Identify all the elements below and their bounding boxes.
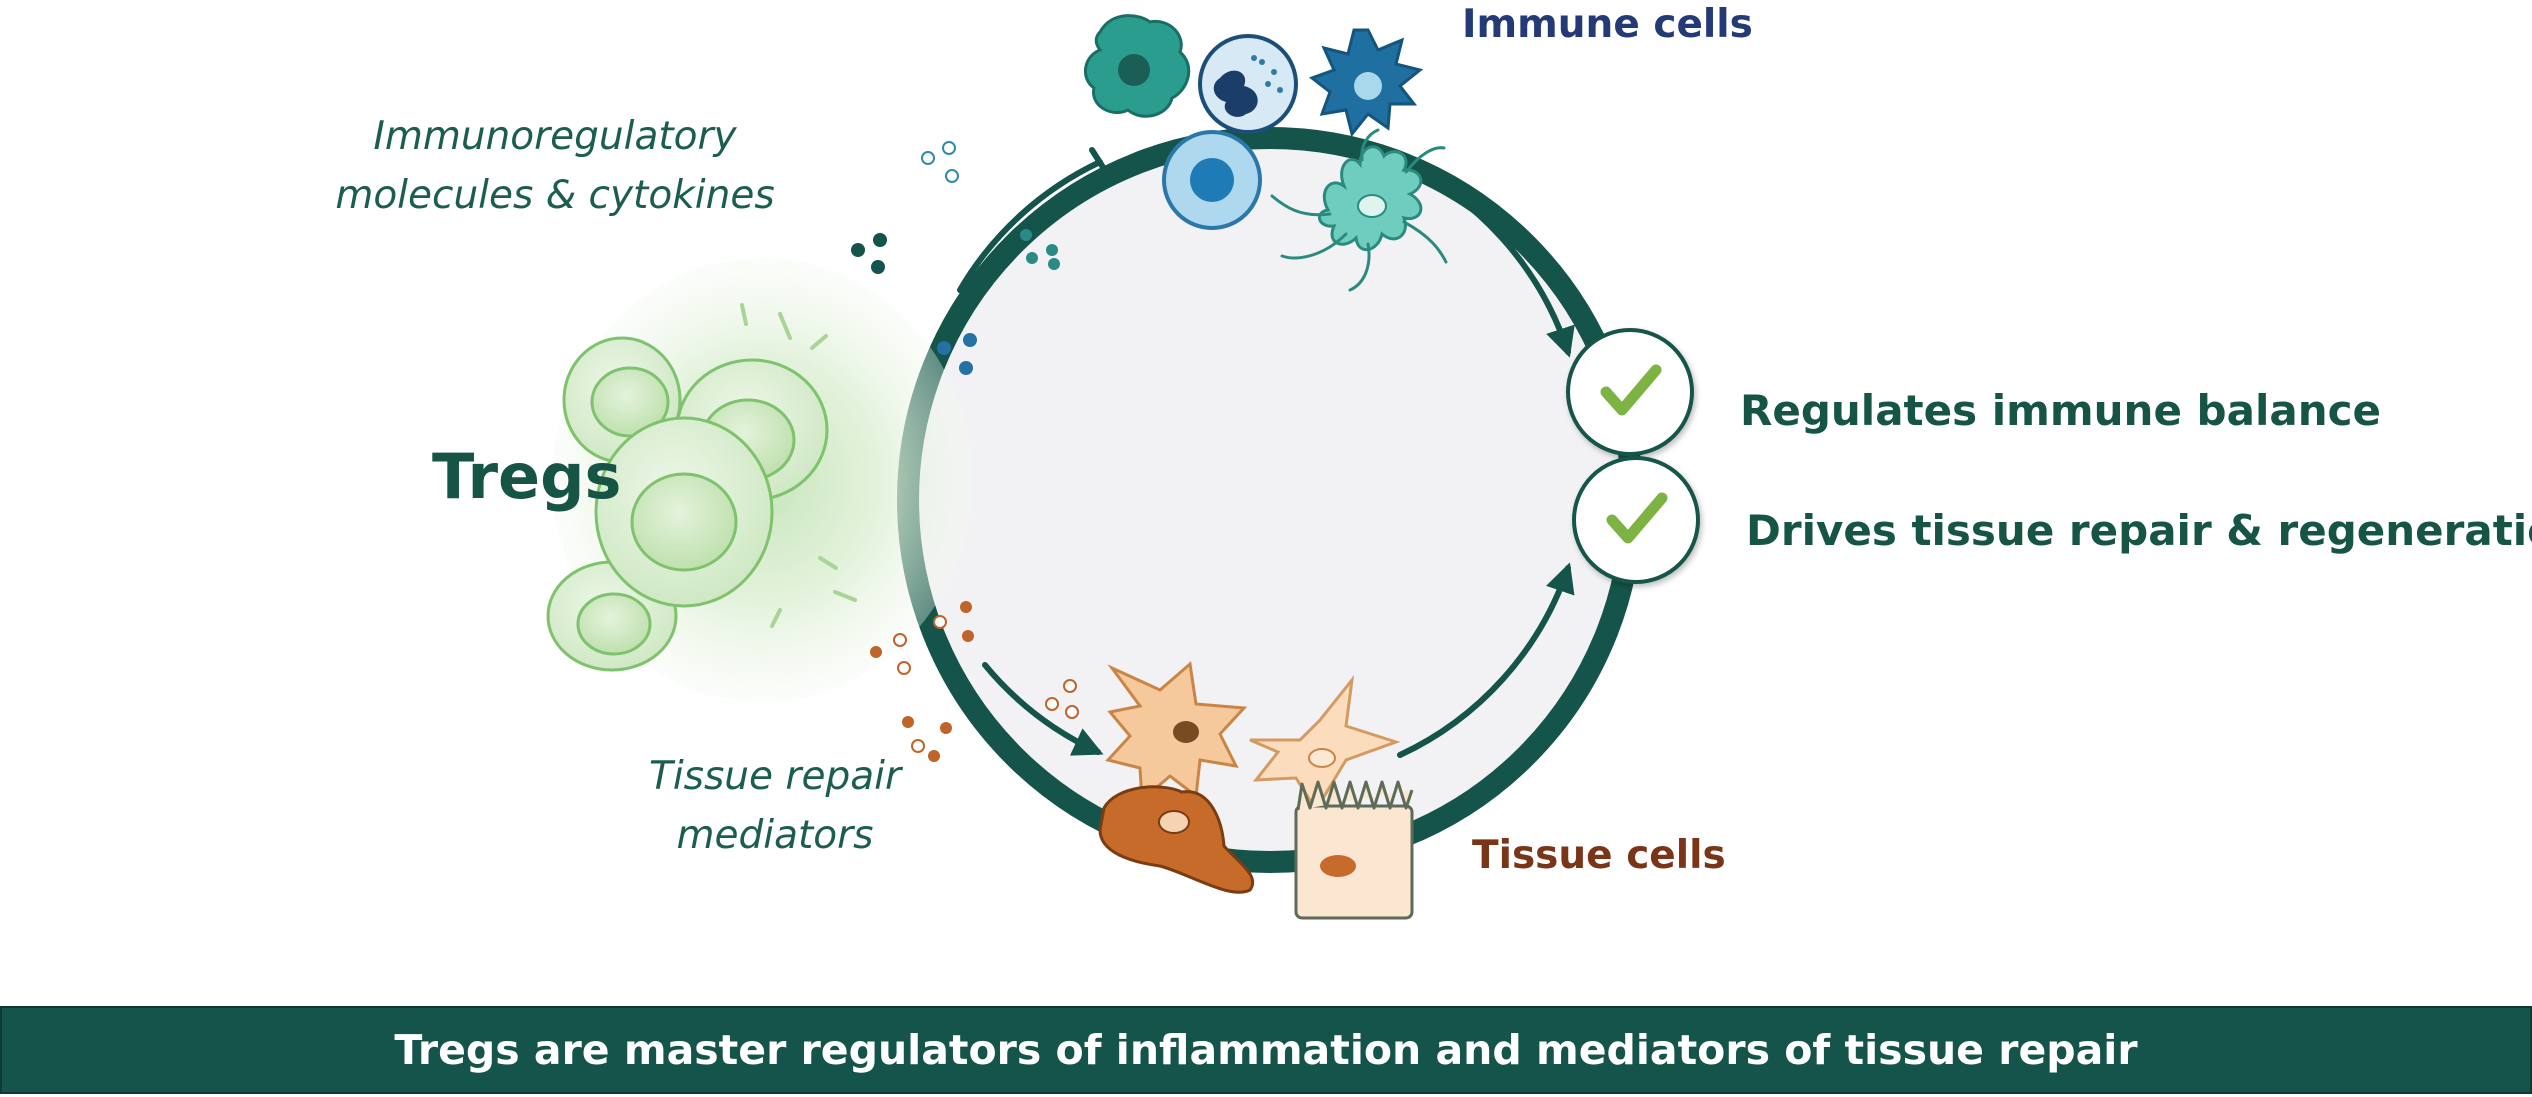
arrow-to-tissue-cells [982,662,1104,756]
tissue-cells-label: Tissue cells [1472,833,1726,878]
tissue-repair-mediators-label: Tissue repair mediators [605,748,945,865]
outcome-check-2 [1572,456,1700,584]
lymphocyte-cell [1162,130,1262,230]
arrow-to-immune-balance [1392,157,1575,358]
summary-banner-text: Tregs are master regulators of inflammat… [394,1026,2138,1074]
outcome-label-immune-balance: Regulates immune balance [1740,386,2381,435]
tregs-cluster [546,258,972,702]
tissue-repair-line-2: mediators [676,812,874,858]
tissue-macrophage-cell [1098,785,1255,894]
fibroblast-cell [1249,674,1401,813]
arrow-to-tissue-repair [1397,562,1575,758]
immune-cells-label: Immune cells [1462,2,1753,47]
cycle-arrows [957,147,1575,758]
immunoregulatory-line-1: Immunoregulatory [373,114,737,159]
dendritic-cell [1270,128,1448,292]
repair-mediator-dots [870,601,1079,762]
macrophage-cell [1084,14,1191,118]
cycle-ring [897,127,1643,873]
epithelial-cell [1294,780,1414,920]
outcome-label-tissue-repair: Drives tissue repair & regeneration [1746,506,2532,555]
neutrophil-cell [1198,34,1298,134]
immune-cells-group [1084,14,1448,292]
cytokine-dots [851,141,1060,375]
tissue-cells-group [1098,661,1414,920]
dendritic-spiky-cell [1308,28,1424,138]
checkmark-icon [1606,492,1668,544]
summary-banner: Tregs are master regulators of inflammat… [0,1006,2532,1094]
inhibition-bar [1089,147,1109,175]
outcome-check-1 [1566,328,1694,456]
inhibition-arrow [957,159,1103,293]
tissue-repair-line-1: Tissue repair [649,754,901,799]
checkmark-icon [1600,364,1662,416]
immunoregulatory-molecules-label: Immunoregulatory molecules & cytokines [300,108,810,225]
immunoregulatory-line-2: molecules & cytokines [335,172,775,218]
treg-cell [594,416,774,608]
tregs-label: Tregs [432,440,622,513]
